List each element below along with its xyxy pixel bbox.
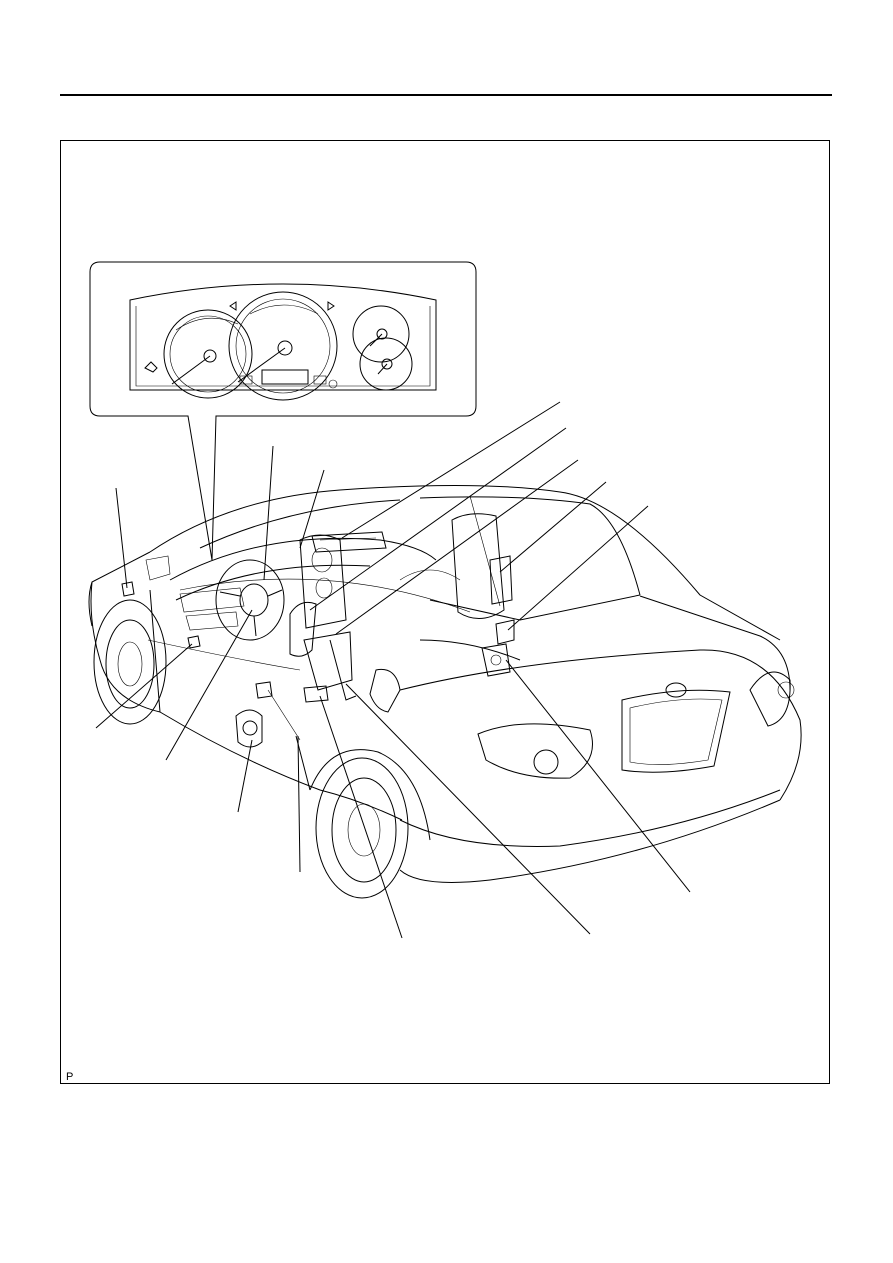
leader-lines bbox=[95, 401, 691, 939]
header-rule bbox=[60, 94, 832, 96]
vehicle-interior bbox=[121, 513, 521, 748]
figure-code: P bbox=[66, 1071, 74, 1083]
combination-meter-inset bbox=[89, 261, 477, 561]
vehicle-body bbox=[88, 484, 802, 899]
figure-frame bbox=[60, 140, 830, 1084]
